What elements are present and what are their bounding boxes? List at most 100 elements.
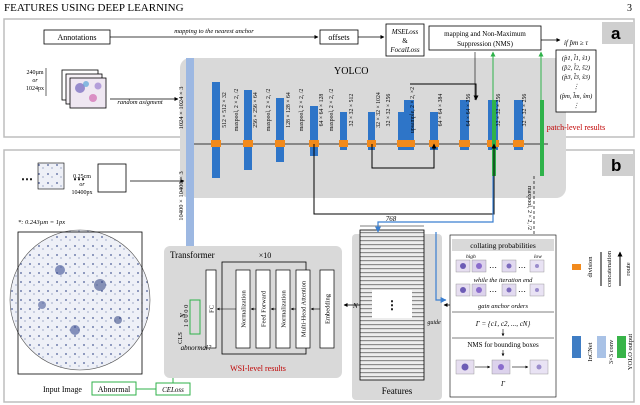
transformer-block-label: Feed Forward — [261, 290, 268, 327]
output-row: (p̂3, l̂3, ŝ3) — [562, 74, 590, 81]
layer-label: maxpool, 2 × 2, /2 — [299, 89, 305, 132]
feature-ellipsis-bg — [372, 290, 412, 318]
loss-line-3: FocalLoss — [389, 46, 419, 54]
patch-stack — [61, 69, 107, 109]
guide-arrow — [435, 232, 447, 303]
tile-ellipsis-left: ⋯ — [21, 172, 33, 186]
nms-line-2: Suppression (NMS) — [457, 40, 513, 48]
output-row: (p̂2, l̂2, ŝ2) — [562, 64, 590, 71]
yolco-title: YOLCO — [334, 66, 368, 77]
flow-step-4: Γ = {c1, c2, ..., cN} — [475, 320, 531, 328]
layer-label: upsample, 2 × 2, ×2 — [410, 87, 416, 133]
wsi-size-1: 0.25cm — [73, 174, 91, 180]
conv-layer — [276, 98, 284, 162]
abnormal-question: abnormal? — [181, 344, 212, 352]
division-layer — [404, 100, 414, 150]
transformer-block-label: FC — [209, 305, 216, 313]
conv-layer — [212, 82, 220, 178]
page-header-title: FEATURES USING DEEP LEARNING — [4, 2, 184, 14]
panel-a-tab — [602, 22, 634, 44]
panel-a-letter: a — [611, 24, 621, 43]
gamma-label: Γ — [500, 380, 506, 388]
page-number: 3 — [627, 3, 632, 14]
ranked-cell-crops — [455, 259, 545, 297]
celoss-label: CELoss — [162, 386, 184, 394]
layer-label: 32 × 32 × 256 — [496, 94, 502, 127]
repeat-label: ×10 — [259, 251, 272, 260]
conv-layer — [340, 112, 347, 150]
layer-label: 32 × 32 × 256 — [522, 94, 528, 127]
output-row: (p̂1, l̂1, ŝ1) — [562, 55, 590, 62]
yolo-output-layer — [492, 100, 496, 176]
legend-swatch-division — [572, 264, 581, 270]
skip-connection-1 — [371, 143, 437, 169]
wsi-input-size-label: 10400 × 10400 × 3 — [178, 171, 185, 221]
division-marker — [397, 140, 407, 147]
layer-label: 64 × 64 × 384 — [438, 94, 444, 127]
output-row: ⋮ — [573, 103, 580, 110]
panel-b-letter: b — [611, 156, 621, 175]
legend-concatenation: concatenation — [606, 250, 613, 287]
division-marker — [211, 140, 221, 147]
legend-swatch-incnet — [572, 336, 581, 358]
patch-level-results: patch-level results — [547, 123, 605, 132]
output-row: (p̂m, l̂m, ŝm) — [560, 93, 593, 100]
collating-box — [452, 239, 554, 251]
legend-incnet: InCNet — [587, 342, 594, 361]
loss-line-2: & — [402, 37, 408, 45]
input-image-label: Input Image — [43, 385, 82, 394]
division-marker — [243, 140, 253, 147]
input-image-frame — [17, 231, 143, 375]
layer-label: 32 × 32 × 256 — [386, 94, 392, 127]
guide-label: guide — [427, 320, 441, 326]
loss-box — [385, 23, 425, 57]
layer-label: 256 × 256 × 64 — [253, 92, 259, 128]
route-arrow — [410, 83, 479, 101]
flow-step-2: while the iteration end — [474, 277, 533, 284]
slide-cell-clusters — [38, 265, 122, 335]
features-label: Features — [382, 386, 413, 396]
division-marker — [367, 140, 376, 147]
layer-label: maxpool, 2 × 2, /2 — [234, 89, 240, 132]
crops-ellipsis-4: ⋯ — [518, 287, 526, 296]
panel-b-tab — [602, 154, 634, 176]
n-label-transformer: N — [179, 313, 187, 319]
nms-line-1: mapping and Non-Maximum — [444, 30, 526, 38]
division-marker — [459, 140, 470, 147]
input-bar — [186, 58, 194, 246]
tile-ellipsis-mid: ⋯ — [73, 172, 85, 186]
nms-box — [428, 25, 542, 51]
wsi-size-3: 10400px — [72, 190, 93, 196]
loss-line-1: MSELoss — [391, 28, 419, 36]
division-marker — [275, 140, 285, 147]
abnormal-label: Abnormal — [98, 385, 131, 394]
wsi-tile — [37, 162, 65, 190]
layer-label: maxpool, 2 × 2, /2 — [329, 89, 335, 132]
route-features-arrow — [375, 176, 494, 233]
patch-size-2: or — [32, 78, 38, 84]
layer-label: 32 × 32 × 1024 — [376, 92, 382, 128]
patch-size-3: 1024px — [26, 86, 44, 92]
final-cell-crops — [455, 359, 549, 375]
layer-label: maxpool, 2 × 2, /2 — [266, 89, 272, 132]
conv-layer — [244, 90, 252, 170]
transformer-block-label: Normalization — [281, 289, 288, 327]
wsi-size-2: or — [79, 182, 85, 188]
whole-slide-image — [9, 229, 151, 371]
crops-ellipsis-1: ⋯ — [489, 263, 497, 272]
flow-step-5: NMS for bounding boxes — [467, 341, 539, 349]
legend-route: route — [625, 262, 632, 275]
conv-layer — [368, 112, 375, 150]
n-label-features: N — [352, 302, 358, 310]
skip-connection-2 — [313, 143, 497, 215]
crops-ellipsis-2: ⋯ — [518, 263, 526, 272]
random-note: random asigment — [117, 99, 163, 106]
mapping-note: mapping to the nearest anchor — [174, 28, 254, 35]
high-label: high — [466, 254, 476, 260]
layer-label: 32 × 32 × 512 — [349, 94, 355, 127]
threshold-note: if p̂m ≥ τ — [564, 39, 589, 47]
legend-swatch-conv — [597, 336, 606, 358]
